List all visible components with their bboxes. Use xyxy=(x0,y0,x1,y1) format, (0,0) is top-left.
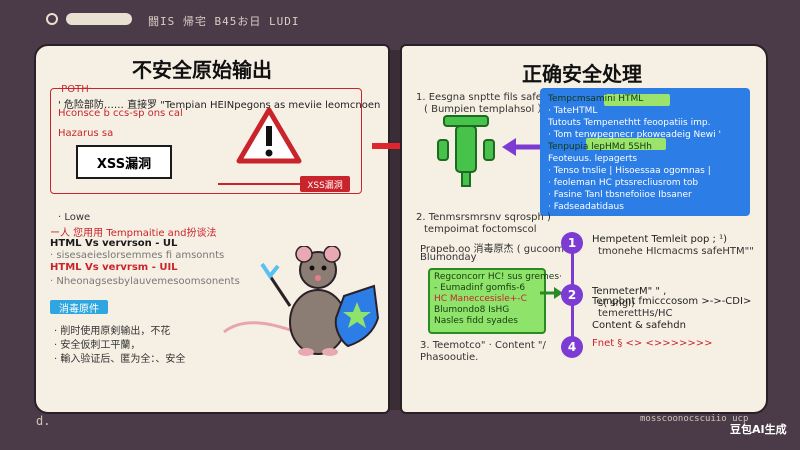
list-item-3: · sisesaeieslorsemmes fi amsonnts xyxy=(50,250,225,261)
footer-text: mosscoonocscuiio ucp xyxy=(640,414,749,424)
highlight xyxy=(586,138,666,150)
code-line: Tempcmsamini HTML xyxy=(548,94,644,104)
code-line: · feoleman HC ptssrecliusrom tob xyxy=(548,178,699,188)
code-line: · Fasine Tanl tbsnefoiioe Ibsaner xyxy=(548,190,692,200)
safe-output-line: Blumondo8 IsHG xyxy=(434,305,510,315)
code-line: · Tenso tnslie | Hisoessaa ogomnas | xyxy=(548,166,711,176)
list-intro: · Lowe xyxy=(58,212,91,223)
warn-line-1: ·POTH· xyxy=(58,84,92,95)
filter-icon xyxy=(437,115,495,187)
safe-output-line: Nasles fidd syades xyxy=(434,316,518,326)
warn-line-3: Hconsce b ccs-sp ons cal xyxy=(58,108,183,119)
pill-decoration xyxy=(66,13,132,25)
step3-line: 3. Teemotco" · Content "/ xyxy=(420,340,546,351)
step2-intro-1: 2. Tenmsrsmrsnv sqrosph ) xyxy=(416,212,551,223)
footer-mark: d. xyxy=(36,414,51,428)
tag-connector xyxy=(218,183,300,185)
intro-line-1: 1. Eesgna snptte fils safe處骨 xyxy=(416,92,562,103)
arrow-right-icon xyxy=(540,287,563,299)
code-line: Tutouts Tempenethtt feoopatiis imp. xyxy=(548,118,711,128)
brand-watermark: 豆包AI生成 xyxy=(730,423,787,436)
step2-intro-4: Blumonday xyxy=(420,252,477,263)
step2-intro-2: tempoimat foctomscol xyxy=(424,224,537,235)
safe-output-line: HC Maneccesisle+-C xyxy=(434,294,527,304)
bullet-3: · 輸入验证后、匿为全：、安全 xyxy=(54,354,186,365)
intro-line-2: ( Bumpien templahsol ） xyxy=(424,104,548,115)
safe-output-panel xyxy=(428,268,546,334)
hazard-label: Hazarus sa xyxy=(58,128,114,139)
right-page-title: 正确安全处理 xyxy=(522,62,642,86)
step-number: 2 xyxy=(561,284,583,306)
code-panel xyxy=(540,88,750,216)
safe-output-line: Regconcorr HC! sus gremes· xyxy=(434,272,562,282)
circle-icon xyxy=(46,13,58,25)
step-number: 4 xyxy=(561,336,583,358)
warn-line-2: ' 危险部防…… 直接罗 "Tempian HEINpegons as mevi… xyxy=(58,100,381,111)
list-item-1: ー人 您用用 Tempmaitie and扮谈法 xyxy=(50,228,217,239)
code-line: Tenpupia lepHMd 5SHh xyxy=(548,142,652,152)
xss-vulnerability-box: XSS漏洞 xyxy=(76,145,172,179)
step-line: tmonehe HIcmacms safeHTM"" xyxy=(598,246,754,257)
step-line: s( sngl) xyxy=(598,298,635,309)
danger-frame xyxy=(50,88,362,194)
code-line: · Tom tenwpegnecr pkoweadeig Newi ' xyxy=(548,130,721,140)
list-item-2: HTML Vs vervrson - UL xyxy=(50,238,178,249)
code-line: Feoteuus. lepagerts xyxy=(548,154,638,164)
bullet-2: · 安全仮刺工平蘭， xyxy=(54,340,141,351)
safe-output-line: - Eumadinf gomfis-6 xyxy=(434,283,526,293)
step-line: TenmeterM" " , xyxy=(592,286,667,297)
top-bar: 闘IS 帰宅 B45お日 LUDI xyxy=(0,0,800,40)
code-line: · TateHTML xyxy=(548,106,598,116)
step-line: Tempbnt fmicccosom >->-CDI> xyxy=(592,296,752,307)
step3-line-b: Phasooutie. xyxy=(420,352,479,363)
bullet-1: · 削时使用原剣输出，不花 xyxy=(54,326,171,337)
step-number: 1 xyxy=(561,232,583,254)
step2-intro-3: Prapeb.oo 消毒原杰 ( gucoom- ); xyxy=(420,244,579,255)
header-text: 闘IS 帰宅 B45お日 LUDI xyxy=(148,15,300,28)
arrow-left-icon xyxy=(502,138,544,156)
code-line: · Fadseadatidaus xyxy=(548,202,624,212)
list-item-5: · Nheonagsesbylauvemesoomsonents xyxy=(50,276,240,287)
step-line: temerettHs/HC xyxy=(598,308,673,319)
xss-tag: XSS漏洞 xyxy=(300,176,350,192)
rat-mascot-icon xyxy=(223,246,380,356)
step-line: Hempetent Temleit pop ; ¹) xyxy=(592,234,727,245)
left-page-title: 不安全原始输出 xyxy=(132,58,272,82)
step-line: Fnet § <> <>>>>>>> xyxy=(592,338,713,349)
badge: 消毒原件 xyxy=(50,300,108,315)
highlight xyxy=(604,94,670,106)
list-item-4: HTML Vs vervrsm - UIL xyxy=(50,262,178,273)
warning-icon xyxy=(236,107,302,164)
step-line: Content & safehdn xyxy=(592,320,686,331)
